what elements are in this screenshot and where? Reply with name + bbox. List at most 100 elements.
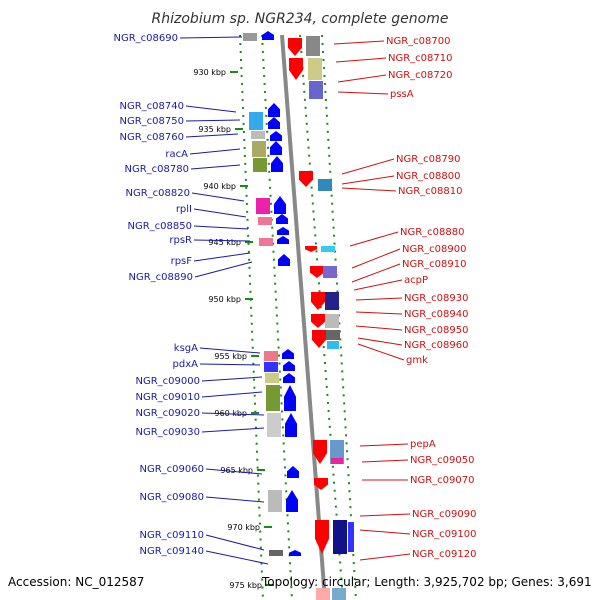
leader-line	[191, 192, 245, 202]
gene-label-right: NGR_c08950	[404, 325, 469, 336]
guide-lines	[239, 34, 357, 600]
accession-text: Accession: NC_012587	[8, 575, 144, 589]
forward-gene-arrow	[283, 373, 295, 383]
leader-line	[194, 261, 253, 278]
gene-label-right: NGR_c09100	[412, 529, 477, 540]
forward-gene-arrow	[276, 214, 288, 224]
forward-gene-arrow	[287, 466, 299, 478]
forward-gene-arrow	[268, 117, 280, 129]
forward-gene-arrow	[274, 196, 286, 214]
gene-block	[333, 520, 347, 554]
genome-backbone	[280, 34, 327, 600]
gene-block	[256, 198, 270, 214]
gene-label-right: NGR_c08720	[388, 70, 453, 81]
leader-line	[199, 347, 261, 354]
forward-gene-arrow	[278, 254, 290, 266]
gene-block	[306, 36, 320, 56]
gene-block	[268, 490, 282, 512]
gene-label-left: rplI	[176, 204, 192, 215]
leader-line	[190, 164, 241, 170]
leader-line	[359, 529, 411, 535]
gene-label-right: NGR_c09120	[412, 549, 477, 560]
forward-gene-arrow	[271, 156, 283, 172]
gene-block	[332, 588, 346, 600]
leader-line	[205, 496, 265, 503]
gene-block	[323, 266, 337, 278]
leader-line	[193, 208, 247, 218]
leader-line	[355, 311, 403, 315]
tick-label: 930 kbp	[193, 68, 226, 77]
gene-block	[327, 341, 339, 349]
gene-label-left: NGR_c08890	[129, 272, 194, 283]
leader-line	[361, 459, 409, 463]
map-title: Rhizobium sp. NGR234, complete genome	[152, 11, 449, 27]
gene-features	[243, 31, 354, 600]
gene-label-right: NGR_c08880	[400, 227, 465, 238]
reverse-gene-arrow	[313, 440, 327, 464]
gene-block	[325, 314, 339, 328]
gene-label-right: NGR_c08700	[386, 36, 451, 47]
leader-line	[185, 133, 239, 138]
gene-block	[243, 33, 257, 41]
leader-line	[359, 513, 411, 517]
leader-line	[359, 553, 411, 561]
tick-label: 935 kbp	[198, 125, 231, 134]
gene-label-right: pssA	[390, 89, 414, 100]
gene-label-left: NGR_c08760	[120, 132, 185, 143]
gene-block	[265, 373, 279, 383]
tick-label: 965 kbp	[220, 466, 253, 475]
gene-label-left: NGR_c08780	[125, 164, 190, 175]
gene-label-left: NGR_c09110	[140, 530, 205, 541]
gene-label-right: NGR_c08710	[388, 53, 453, 64]
forward-gene-arrow	[270, 131, 282, 141]
leader-line	[335, 57, 387, 63]
gene-block	[331, 458, 343, 464]
gene-label-left: NGR_c08850	[128, 221, 193, 232]
gene-label-left: NGR_c09010	[136, 392, 201, 403]
gene-label-left: NGR_c08690	[114, 33, 179, 44]
gene-block	[269, 550, 283, 556]
forward-gene-arrow	[277, 227, 289, 235]
gene-label-right: NGR_c08900	[402, 244, 467, 255]
gene-block	[308, 58, 322, 80]
reverse-gene-arrow	[314, 478, 328, 490]
forward-gene-arrow	[270, 141, 282, 155]
gene-block	[249, 112, 263, 130]
gene-label-left: NGR_c09080	[140, 492, 205, 503]
forward-gene-arrow	[282, 349, 294, 359]
gene-block	[251, 131, 265, 139]
gene-label-right: acpP	[404, 275, 428, 286]
leader-line	[357, 343, 405, 361]
gene-label-right: pepA	[410, 439, 436, 450]
reverse-gene-arrow	[310, 266, 324, 278]
reverse-gene-arrow	[311, 292, 325, 310]
gene-label-left: NGR_c08750	[120, 116, 185, 127]
leader-line	[337, 91, 389, 95]
leader-line	[179, 36, 243, 39]
forward-gene-arrow	[284, 385, 296, 411]
leader-line	[201, 376, 263, 382]
leader-line	[349, 231, 399, 247]
gene-block	[264, 362, 278, 372]
leader-line	[355, 325, 403, 331]
leader-line	[351, 248, 401, 269]
forward-gene-arrow	[286, 490, 298, 512]
reverse-gene-arrow	[312, 330, 326, 348]
gene-block	[253, 158, 267, 172]
leader-line	[353, 279, 403, 291]
gene-label-right: NGR_c08910	[402, 259, 467, 270]
tick-label: 945 kbp	[208, 238, 241, 247]
leader-line	[201, 412, 265, 416]
gene-label-left: rpsR	[169, 235, 192, 246]
gene-label-left: NGR_c09060	[140, 464, 205, 475]
gene-label-right: NGR_c09050	[410, 455, 475, 466]
leader-line	[355, 297, 403, 301]
gene-block	[326, 330, 340, 340]
gene-label-right: NGR_c09070	[410, 475, 475, 486]
gene-label-left: ksgA	[174, 343, 198, 354]
forward-gene-arrow	[262, 31, 274, 40]
gene-label-right: NGR_c09090	[412, 509, 477, 520]
